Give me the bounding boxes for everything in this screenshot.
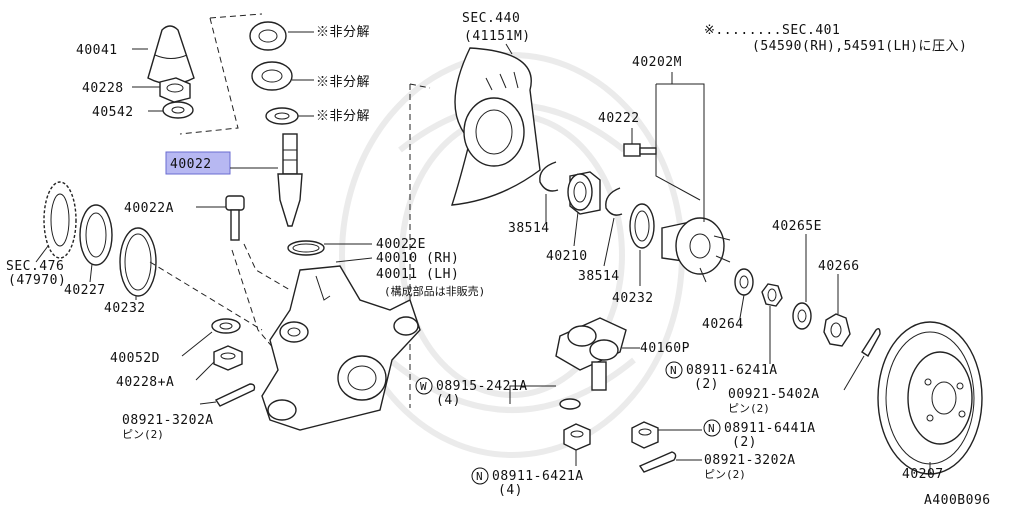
bearing-2[interactable] (251, 61, 293, 91)
o-ring-40022E[interactable] (287, 240, 325, 256)
label-08921-left[interactable]: 08921-3202A (122, 413, 214, 428)
label-nonsep-2: ※非分解 (316, 75, 370, 90)
label-08911-6421A[interactable]: 08911-6421A (492, 469, 584, 484)
label-40041[interactable]: 40041 (76, 43, 118, 58)
circle-n-6441A: N (703, 419, 721, 437)
axle-shaft-40022[interactable] (277, 133, 303, 227)
nut-08911-6241A[interactable] (761, 283, 783, 307)
label-note-line2: (54590(RH),54591(LH)に圧入) (752, 39, 967, 54)
label-38514-b[interactable]: 38514 (578, 269, 620, 284)
ring-40232-left[interactable] (119, 227, 157, 297)
label-40228[interactable]: 40228 (82, 81, 124, 96)
label-08911-6441A[interactable]: 08911-6441A (724, 421, 816, 436)
washer-08915[interactable] (559, 398, 581, 410)
label-pin2-right: ピン(2) (728, 402, 770, 415)
label-08915[interactable]: 08915-2421A (436, 379, 528, 394)
nut-40228A[interactable] (213, 345, 243, 371)
label-sec476-sub: (47970) (8, 273, 66, 288)
label-qty4-a: (4) (436, 393, 461, 408)
label-40052D[interactable]: 40052D (110, 351, 160, 366)
label-pin2-left: ピン(2) (122, 428, 164, 441)
bolt-40022A[interactable] (225, 195, 245, 241)
label-08921-center[interactable]: 08921-3202A (704, 453, 796, 468)
bearing-40210[interactable] (567, 171, 601, 215)
label-qty2-b: (2) (732, 435, 757, 450)
seal-3[interactable] (265, 107, 299, 125)
circle-n-6241A: N (665, 361, 683, 379)
ring-40232-right[interactable] (629, 203, 655, 249)
label-38514-a[interactable]: 38514 (508, 221, 550, 236)
svg-text:W: W (420, 380, 427, 393)
label-40022E[interactable]: 40022E (376, 237, 426, 252)
hub-40202M[interactable] (661, 217, 731, 283)
snap-ring-38514-b[interactable] (605, 187, 623, 216)
cotter-pin-left[interactable] (214, 383, 256, 407)
castle-nut-40266[interactable] (823, 313, 851, 347)
brake-disc-40207[interactable] (877, 321, 983, 475)
label-40232-left[interactable]: 40232 (104, 301, 146, 316)
dust-shield-sec440[interactable] (451, 47, 541, 206)
label-08911-6241A[interactable]: 08911-6241A (686, 363, 778, 378)
label-40264[interactable]: 40264 (702, 317, 744, 332)
label-40011[interactable]: 40011 (LH) (376, 267, 459, 282)
label-40228A[interactable]: 40228+A (116, 375, 174, 390)
cotter-pin-center[interactable] (638, 451, 677, 473)
label-40265E[interactable]: 40265E (772, 219, 822, 234)
washer-40542[interactable] (162, 101, 194, 119)
label-40227[interactable]: 40227 (64, 283, 106, 298)
dust-cap-40041[interactable] (147, 25, 195, 85)
label-note-star: ※........SEC.401 (704, 23, 840, 38)
label-qty2-a: (2) (694, 377, 719, 392)
nut-08911-6421A[interactable] (563, 423, 591, 451)
nut-40228[interactable] (159, 77, 191, 103)
svg-text:N: N (476, 470, 483, 483)
diagram-code: A400B096 (924, 493, 991, 508)
label-40022[interactable]: 40022 (170, 157, 212, 172)
label-40022A[interactable]: 40022A (124, 201, 174, 216)
label-pin2-center: ピン(2) (704, 468, 746, 481)
circle-w-08915: W (415, 377, 433, 395)
svg-text:N: N (708, 422, 715, 435)
ball-joint-40160P[interactable] (555, 317, 627, 391)
label-sec440: SEC.440 (462, 11, 520, 26)
label-nonsep-3: ※非分解 (316, 109, 370, 124)
label-40160P[interactable]: 40160P (640, 341, 690, 356)
svg-text:N: N (670, 364, 677, 377)
snap-ring-38514-a[interactable] (539, 161, 559, 192)
bearing-1[interactable] (249, 21, 287, 51)
label-00921[interactable]: 00921-5402A (728, 387, 820, 402)
label-nonsep-1: ※非分解 (316, 25, 370, 40)
label-knuckle-note: (構成部品は非販売) (384, 284, 485, 298)
washer-40264[interactable] (734, 268, 754, 296)
washer-40052D[interactable] (211, 318, 241, 334)
label-40202M[interactable]: 40202M (632, 55, 682, 70)
label-sec476: SEC.476 (6, 259, 64, 274)
label-40232-right[interactable]: 40232 (612, 291, 654, 306)
washer-40265E[interactable] (792, 302, 812, 330)
label-40266[interactable]: 40266 (818, 259, 860, 274)
seal-40227[interactable] (79, 204, 113, 266)
label-qty4-b: (4) (498, 483, 523, 498)
steering-knuckle[interactable] (261, 265, 421, 431)
label-sec440-sub: (41151M) (464, 29, 531, 44)
label-40210[interactable]: 40210 (546, 249, 588, 264)
label-40207[interactable]: 40207 (902, 467, 944, 482)
label-40222[interactable]: 40222 (598, 111, 640, 126)
nut-08911-6441A[interactable] (631, 421, 659, 449)
circle-n-6421A: N (471, 467, 489, 485)
label-40010[interactable]: 40010 (RH) (376, 251, 459, 266)
label-40542[interactable]: 40542 (92, 105, 134, 120)
abs-ring-sec476[interactable] (43, 181, 77, 259)
highlight-40022 (165, 151, 231, 175)
cotter-pin-right[interactable] (861, 327, 881, 358)
